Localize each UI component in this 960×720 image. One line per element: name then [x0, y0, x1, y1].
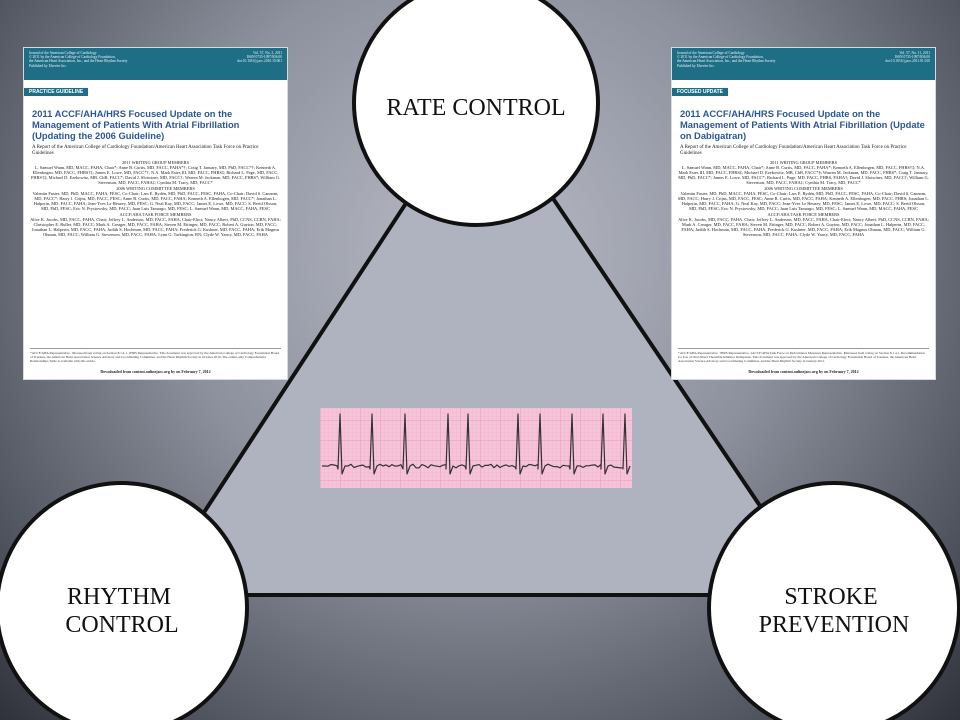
node-rhythm-control: RHYTHM CONTROL: [0, 481, 249, 720]
document-type-label: FOCUSED UPDATE: [672, 88, 729, 96]
node-rate-control: RATE CONTROL: [352, 0, 600, 227]
author-list: 2011 WRITING GROUP MEMBERS L. Samuel Wan…: [30, 159, 281, 238]
ecg-strip: [320, 408, 632, 488]
author-list: 2011 WRITING GROUP MEMBERS L. Samuel Wan…: [678, 159, 929, 238]
node-stroke-prevention: STROKE PREVENTION: [707, 481, 960, 720]
volume-info: Vol. 57, No. 11, 2011 ISSN 0735-1097/$36…: [885, 51, 930, 64]
document-subtitle: A Report of the American College of Card…: [680, 145, 907, 156]
journal-name: Journal of the American College of Cardi…: [29, 51, 128, 68]
central-triangle: [148, 88, 822, 597]
node-label: RHYTHM CONTROL: [65, 584, 178, 638]
journal-header-band: Journal of the American College of Cardi…: [24, 48, 287, 80]
journal-name: Journal of the American College of Cardi…: [677, 51, 776, 68]
journal-header-band: Journal of the American College of Cardi…: [672, 48, 935, 80]
ecg-trace: [322, 413, 631, 475]
document-title: 2011 ACCF/AHA/HRS Focused Update on the …: [680, 108, 925, 141]
document-subtitle: A Report of the American College of Card…: [32, 145, 259, 156]
node-label: RATE CONTROL: [386, 95, 565, 121]
document-type-label: PRACTICE GUIDELINE: [24, 88, 89, 96]
document-footnote: *ACCF/AHA Representative. †Recused from …: [30, 348, 281, 363]
volume-info: Vol. 57, No. 2, 2011 ISSN 0735-1097/$36.…: [237, 51, 282, 64]
guideline-document-left: Journal of the American College of Cardi…: [24, 48, 287, 379]
document-footnote: *ACCF/AHA Representative. †HRS Represent…: [678, 348, 929, 363]
document-title: 2011 ACCF/AHA/HRS Focused Update on the …: [32, 108, 240, 141]
download-notice: Downloaded from content.onlinejacc.org b…: [748, 369, 859, 374]
guideline-document-right: Journal of the American College of Cardi…: [672, 48, 935, 379]
download-notice: Downloaded from content.onlinejacc.org b…: [100, 369, 211, 374]
node-label: STROKE PREVENTION: [759, 584, 910, 638]
